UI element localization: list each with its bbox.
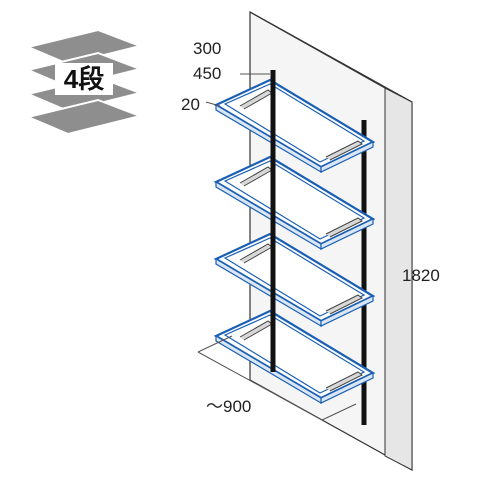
bracket-left xyxy=(239,166,273,187)
bracket-right xyxy=(325,294,363,315)
bracket-left xyxy=(239,89,273,110)
wall-side xyxy=(384,87,413,471)
shelf-rim xyxy=(223,314,366,394)
shelf-4 xyxy=(213,309,376,405)
bracket-left xyxy=(239,243,273,264)
bracket-right xyxy=(325,140,363,161)
badge-label: 4段 xyxy=(64,64,104,94)
shelf-side-lip xyxy=(320,218,374,250)
dimension-depth-min: 300 xyxy=(193,39,221,58)
badge-layer-4 xyxy=(24,98,144,136)
thickness-guide xyxy=(205,101,221,107)
width-guide-3 xyxy=(321,403,357,421)
shelf-2 xyxy=(213,155,376,251)
bracket-right xyxy=(325,217,363,238)
dimension-depth-max: 450 xyxy=(193,64,221,83)
wall-edge xyxy=(249,11,386,89)
shelf-1 xyxy=(213,78,376,174)
shelf-side-lip xyxy=(320,141,374,173)
shelf-rim xyxy=(223,237,366,317)
shelves xyxy=(213,78,376,405)
dimension-height: 1820 xyxy=(402,266,440,285)
bracket-left xyxy=(239,320,273,341)
width-guide-2 xyxy=(197,351,323,421)
shelf-3 xyxy=(213,232,376,328)
badge-label-bg xyxy=(55,63,113,95)
dimension-thickness: 20 xyxy=(181,95,200,114)
bracket-right xyxy=(325,371,363,392)
shelf-rim xyxy=(223,160,366,240)
tier-count-badge: 4段 xyxy=(24,28,144,136)
dimension-width: ～900 xyxy=(206,397,251,416)
shelf-rim xyxy=(223,83,366,163)
dimension-guides xyxy=(197,73,357,421)
badge-layer-1 xyxy=(24,28,144,66)
width-guide xyxy=(197,335,233,353)
shelf-side-lip xyxy=(320,295,374,327)
shelf-side-lip xyxy=(320,372,374,404)
